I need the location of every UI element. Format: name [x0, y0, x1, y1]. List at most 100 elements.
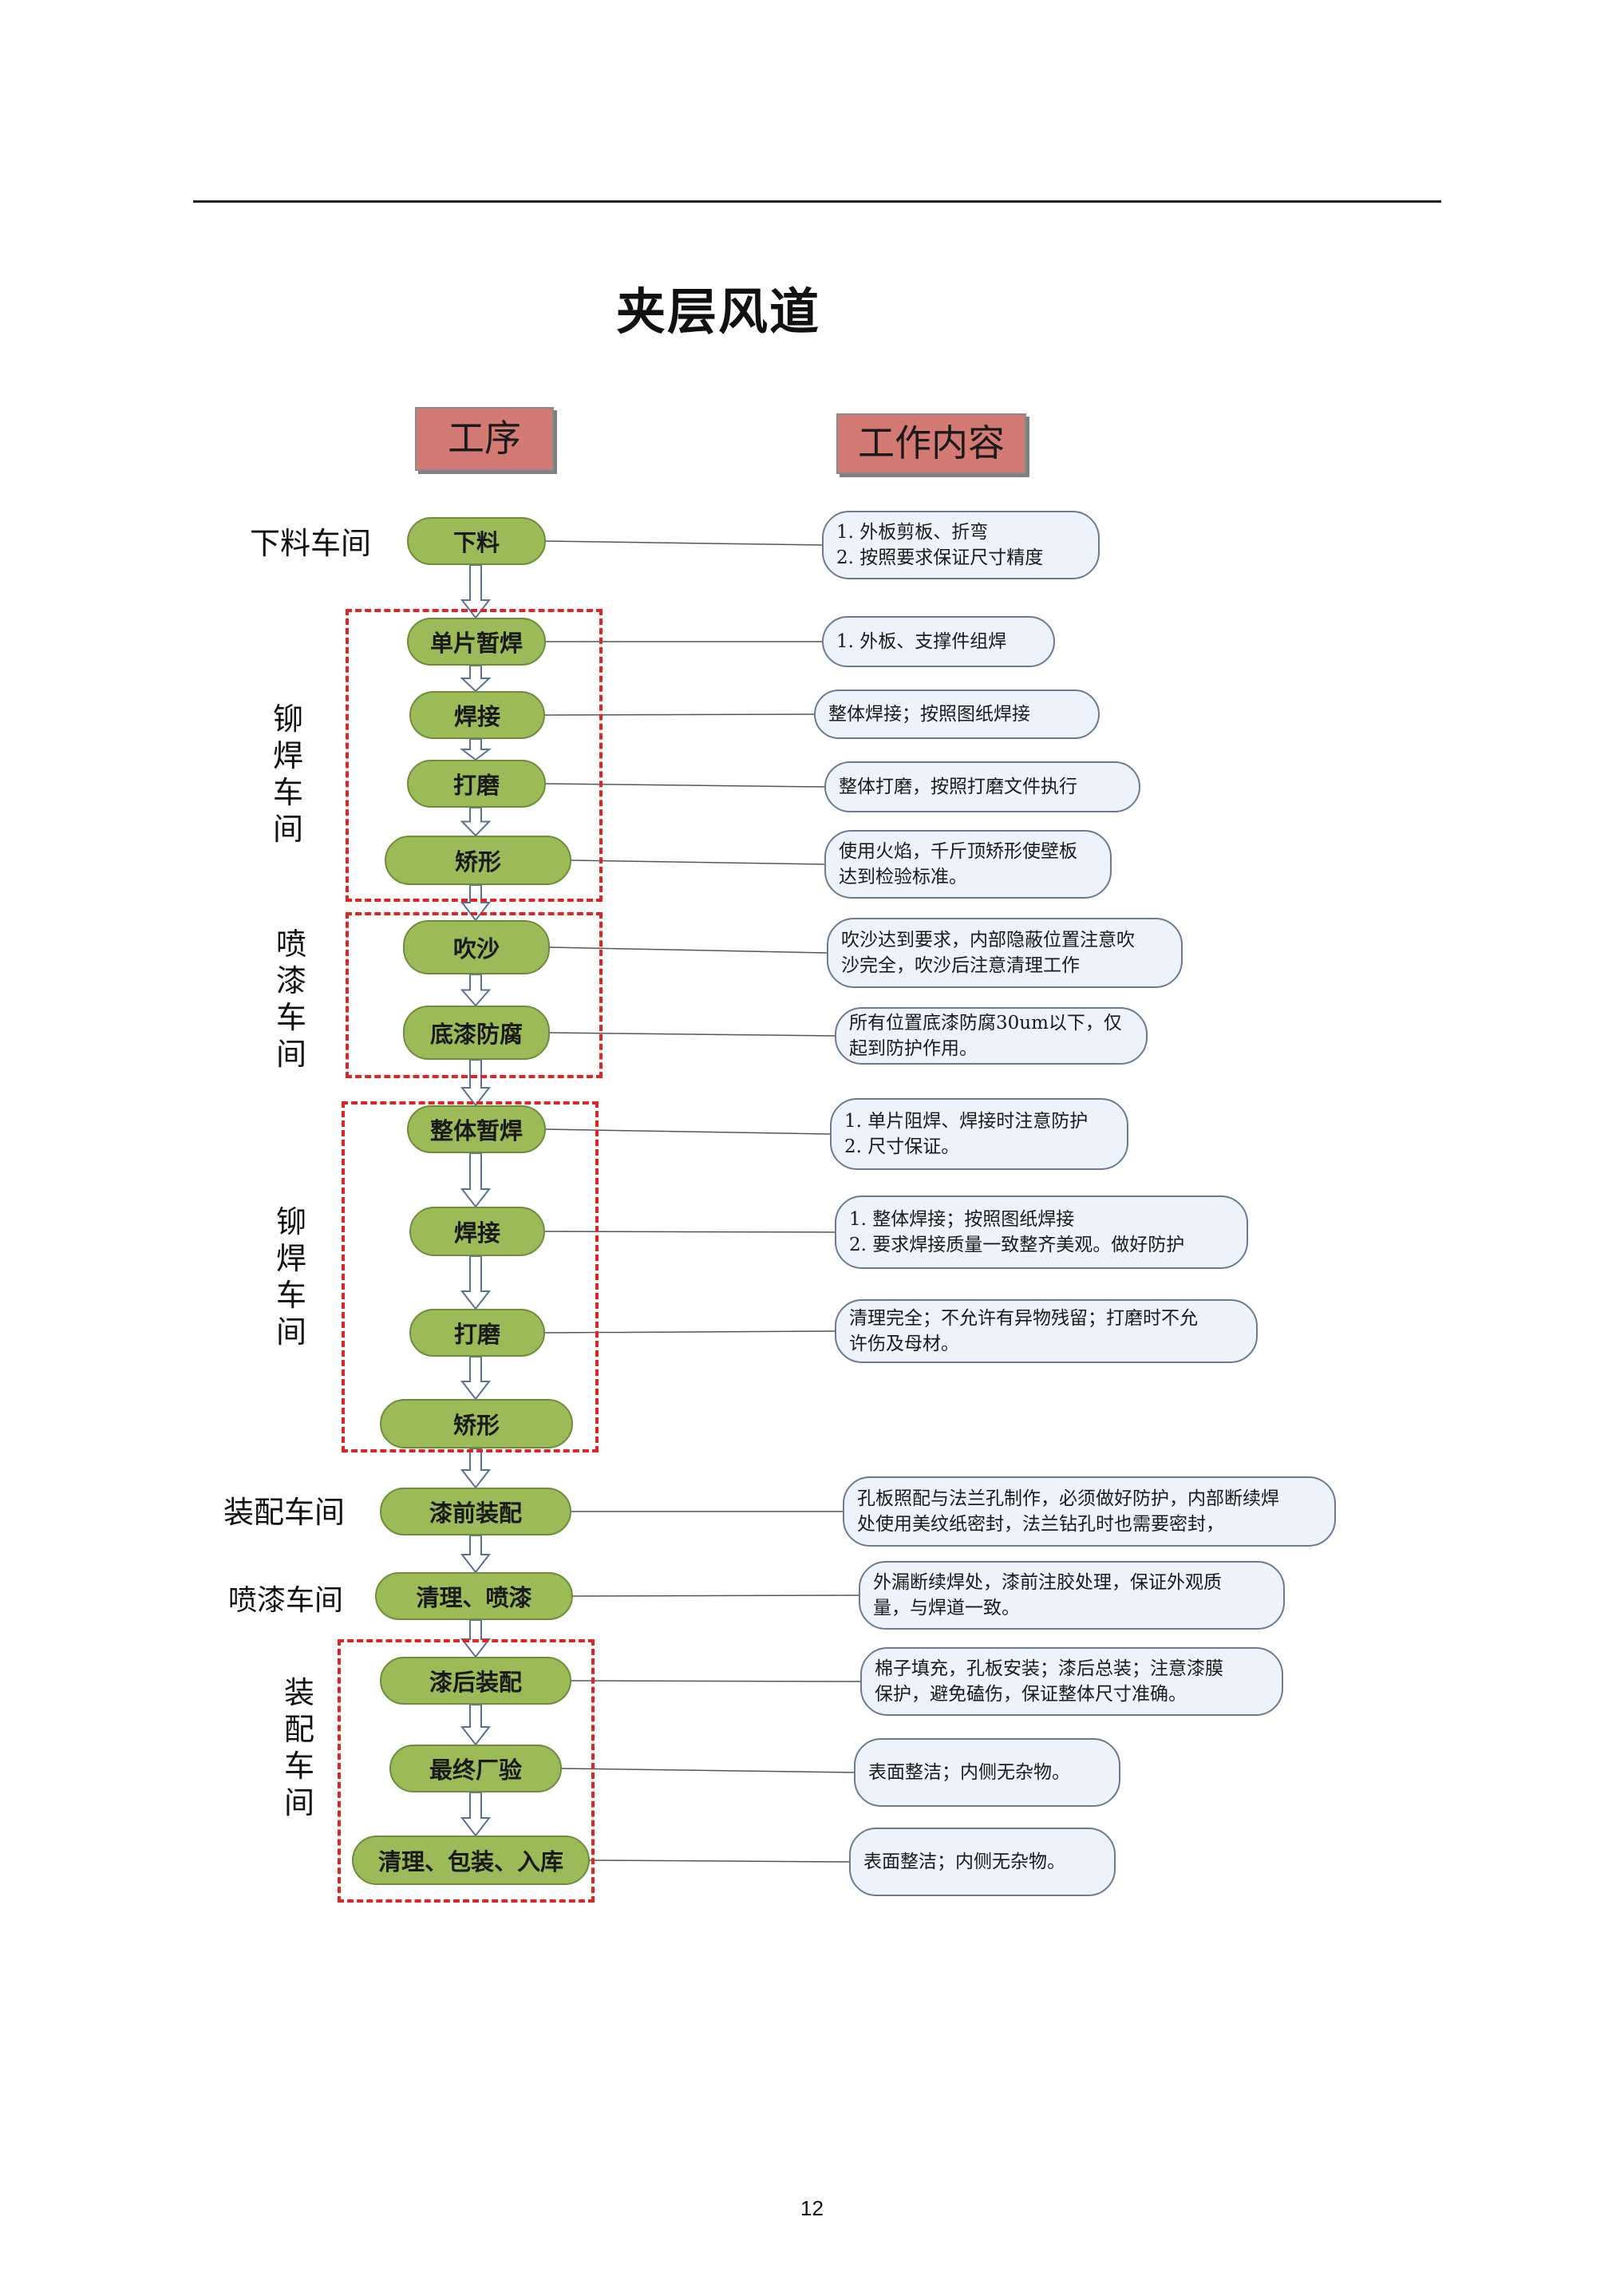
- desc-line: 外漏断续焊处，漆前注胶处理，保证外观质: [873, 1572, 1222, 1593]
- desc-line: 孔板照配与法兰孔制作，必须做好防护，内部断续焊: [857, 1488, 1279, 1509]
- desc-welding-1: 整体焊接；按照图纸焊接: [814, 690, 1100, 739]
- callout-line: [544, 1330, 836, 1334]
- flow-arrow: [460, 1255, 492, 1310]
- desc-pre-paint-assembly: 孔板照配与法兰孔制作，必须做好防护，内部断续焊处使用美纹纸密封，法兰钻孔时也需要…: [843, 1476, 1336, 1547]
- workshop-char: 车: [272, 775, 303, 810]
- workshop-char: 间: [275, 1314, 306, 1350]
- flow-arrow: [460, 1448, 492, 1489]
- header-rule: [193, 200, 1441, 203]
- workshop-char: 喷: [275, 927, 306, 962]
- desc-welding-2: 1. 整体焊接；按照图纸焊接 2. 要求焊接质量一致整齐美观。做好防护: [835, 1195, 1248, 1269]
- workshop-char: 间: [283, 1785, 314, 1820]
- desc-line: 许伤及母材。: [849, 1334, 959, 1354]
- step-post-paint-assembly: 漆后装配: [380, 1657, 571, 1705]
- flow-arrow: [460, 1059, 492, 1107]
- desc-line: 起到防护作用。: [849, 1038, 978, 1059]
- callout-line: [545, 783, 825, 788]
- desc-line: 表面整洁；内侧无杂物。: [863, 1851, 1065, 1872]
- step-welding-1: 焊接: [409, 691, 545, 739]
- desc-final-inspection: 表面整洁；内侧无杂物。: [854, 1738, 1120, 1807]
- step-straightening-2: 矫形: [380, 1399, 573, 1448]
- desc-grinding-1: 整体打磨，按照打磨文件执行: [824, 761, 1140, 812]
- workshop-char: 漆: [275, 963, 306, 998]
- workshop-assembly-1: 装配车间: [223, 1495, 346, 1530]
- page-number: 12: [800, 2196, 824, 2220]
- workshop-char: 焊: [272, 738, 303, 773]
- step-grinding-1: 打磨: [407, 760, 546, 808]
- workshop-char: 铆: [272, 701, 303, 737]
- workshop-char: 装: [283, 1675, 314, 1710]
- callout-line: [571, 860, 825, 865]
- step-sandblasting: 吹沙: [403, 920, 550, 974]
- step-assembly-tack-weld: 整体暂焊: [407, 1105, 546, 1153]
- desc-line: 处使用美纹纸密封，法兰钻孔时也需要密封，: [857, 1514, 1224, 1535]
- flow-arrow: [460, 1792, 492, 1837]
- desc-line: 量，与焊道一致。: [873, 1598, 1020, 1618]
- desc-line: 1. 单片阻焊、焊接时注意防护: [844, 1111, 1089, 1132]
- callout-line: [561, 1768, 855, 1773]
- desc-clean-pack-store: 表面整洁；内侧无杂物。: [849, 1828, 1116, 1896]
- desc-line: 2. 按照要求保证尺寸精度: [836, 547, 1044, 568]
- callout-line: [572, 1595, 859, 1597]
- workshop-char: 车: [275, 1278, 306, 1313]
- step-primer-anticorrosion: 底漆防腐: [403, 1006, 550, 1060]
- workshop-riveting-2: 铆焊车间: [271, 1203, 311, 1350]
- callout-line: [545, 1128, 831, 1135]
- desc-cleaning-painting: 外漏断续焊处，漆前注胶处理，保证外观质量，与焊道一致。: [859, 1561, 1285, 1630]
- header-content: 工作内容: [836, 413, 1026, 474]
- desc-post-paint-assembly: 棉子填充，孔板安装；漆后总装；注意漆膜保护，避免磕伤，保证整体尺寸准确。: [860, 1647, 1283, 1716]
- step-straightening-1: 矫形: [385, 836, 571, 885]
- workshop-char: 间: [275, 1037, 306, 1072]
- desc-line: 达到检验标准。: [839, 867, 967, 887]
- workshop-riveting-1: 铆焊车间: [268, 701, 308, 848]
- callout-line: [545, 540, 823, 546]
- workshop-painting-1: 喷漆车间: [271, 926, 311, 1073]
- workshop-assembly-2: 装配车间: [279, 1674, 319, 1821]
- workshop-char: 焊: [275, 1241, 306, 1276]
- workshop-char: 车: [275, 1000, 306, 1035]
- desc-sandblasting: 吹沙达到要求，内部隐蔽位置注意吹沙完全，吹沙后注意清理工作: [827, 918, 1183, 988]
- flow-arrow: [460, 974, 492, 1007]
- workshop-cutting: 下料车间: [250, 526, 372, 561]
- flow-arrow: [460, 807, 492, 837]
- desc-line: 保护，避免磕伤，保证整体尺寸准确。: [875, 1684, 1187, 1705]
- step-final-inspection: 最终厂验: [389, 1745, 562, 1792]
- group-assembly-2: [338, 1639, 595, 1903]
- desc-line: 棉子填充，孔板安装；漆后总装；注意漆膜: [875, 1658, 1223, 1679]
- flow-arrow: [460, 738, 492, 761]
- step-clean-pack-store: 清理、包装、入库: [352, 1836, 590, 1885]
- group-painting-1: [346, 912, 603, 1078]
- desc-cutting: 1. 外板剪板、折弯 2. 按照要求保证尺寸精度: [822, 511, 1100, 579]
- desc-line: 整体焊接；按照图纸焊接: [828, 704, 1030, 725]
- desc-line: 清理完全；不允许有异物残留；打磨时不允: [849, 1308, 1198, 1329]
- group-riveting-2: [342, 1101, 599, 1452]
- desc-grinding-2: 清理完全；不允许有异物残留；打磨时不允许伤及母材。: [835, 1299, 1258, 1363]
- desc-line: 沙完全，吹沙后注意清理工作: [841, 955, 1080, 976]
- workshop-char: 配: [283, 1712, 314, 1747]
- desc-straightening-1: 使用火焰，千斤顶矫形使壁板达到检验标准。: [824, 830, 1112, 899]
- flow-arrow: [460, 1356, 492, 1401]
- callout-line: [589, 1859, 850, 1863]
- step-grinding-2: 打磨: [409, 1309, 545, 1357]
- step-cleaning-painting: 清理、喷漆: [375, 1572, 573, 1620]
- flow-arrow: [460, 1704, 492, 1746]
- callout-line: [544, 713, 815, 716]
- step-panel-tack-weld: 单片暂焊: [407, 618, 546, 666]
- desc-line: 吹沙达到要求，内部隐蔽位置注意吹: [841, 930, 1135, 950]
- desc-line: 表面整洁；内侧无杂物。: [868, 1762, 1070, 1783]
- desc-line: 整体打磨，按照打磨文件执行: [839, 777, 1077, 797]
- desc-line: 2. 要求焊接质量一致整齐美观。做好防护: [849, 1235, 1185, 1255]
- desc-line: 1. 外板剪板、折弯: [836, 522, 989, 543]
- page-title: 夹层风道: [615, 283, 820, 341]
- desc-line: 1. 整体焊接；按照图纸焊接: [849, 1209, 1075, 1230]
- desc-line: 所有位置底漆防腐30um以下，仅: [849, 1013, 1122, 1033]
- flow-arrow: [460, 665, 492, 693]
- header-process: 工序: [415, 407, 554, 471]
- flow-arrow: [460, 1152, 492, 1208]
- workshop-char: 车: [283, 1749, 314, 1784]
- workshop-char: 铆: [275, 1204, 306, 1239]
- flow-arrow: [460, 1535, 492, 1574]
- desc-panel-tack-weld: 1. 外板、支撑件组焊: [822, 616, 1055, 667]
